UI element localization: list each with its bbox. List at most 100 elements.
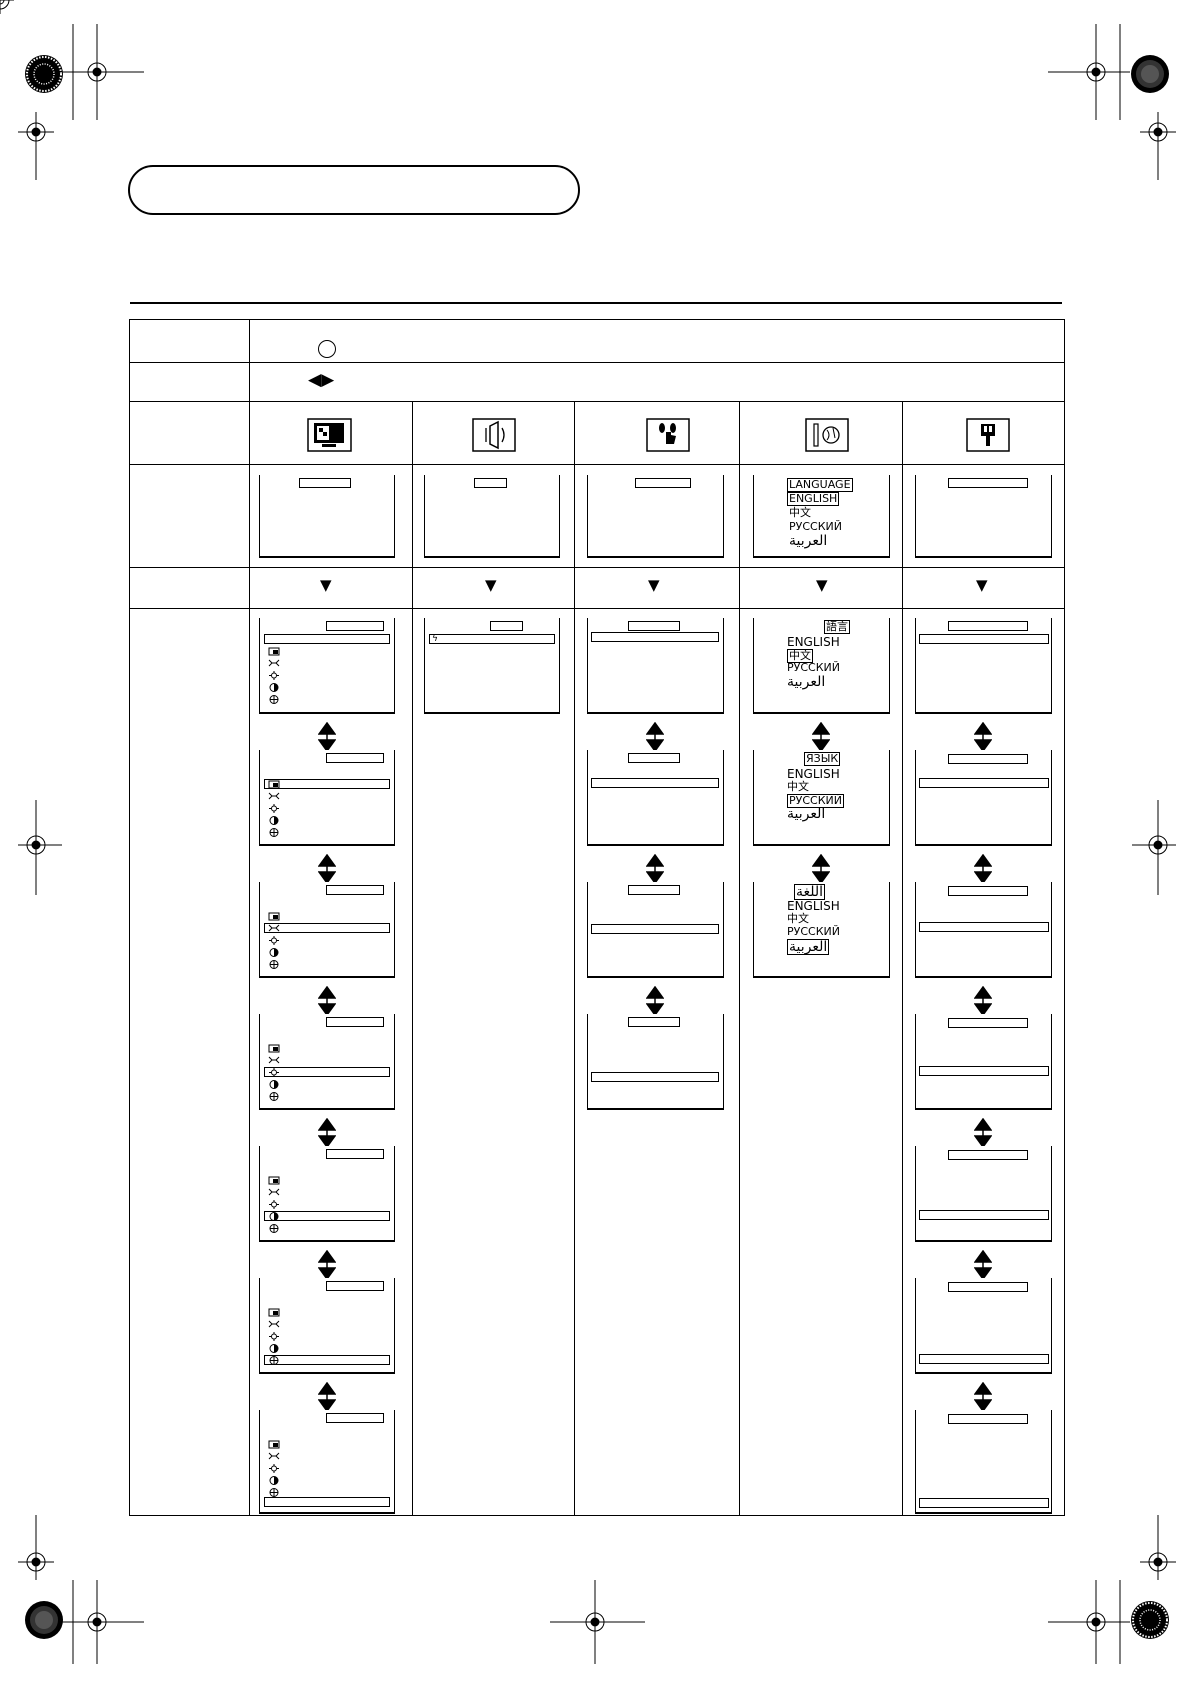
picture-monitor-icon <box>307 418 352 452</box>
features-submenu-screen <box>587 750 724 846</box>
brightness-icon <box>269 1200 279 1209</box>
column-divider <box>902 401 903 1516</box>
screen-title <box>628 753 680 763</box>
updown-arrow-icon <box>318 1250 336 1280</box>
picture-mode-icon <box>268 1176 280 1185</box>
screen-title <box>474 478 507 488</box>
contrast-icon <box>268 1320 280 1328</box>
contrast-icon <box>268 1056 280 1064</box>
colour-icon <box>269 683 279 692</box>
picture-mode-icon <box>268 1044 280 1053</box>
install-top-screen <box>915 475 1052 558</box>
highlight-bar <box>264 1355 390 1365</box>
row-divider <box>129 464 1065 465</box>
screen-title <box>948 1150 1028 1160</box>
picture-mode-icon <box>268 912 280 921</box>
language-item-russian: РУССКИЙ <box>787 925 840 938</box>
column-divider <box>574 401 575 1516</box>
updown-arrow-icon <box>646 986 664 1016</box>
screen-title <box>490 621 523 631</box>
screen-title <box>628 621 680 631</box>
screen-title <box>628 885 680 895</box>
highlight-bar <box>591 1072 719 1082</box>
install-submenu-screen <box>915 750 1052 846</box>
highlight-bar <box>264 779 390 789</box>
language-globe-icon <box>805 418 849 452</box>
screen-title <box>326 621 384 631</box>
contrast-icon <box>268 1188 280 1196</box>
screen-title <box>326 1017 384 1027</box>
screen-title <box>326 1281 384 1291</box>
brightness-icon <box>269 936 279 945</box>
install-submenu-screen <box>915 618 1052 714</box>
features-submenu-screen <box>587 882 724 978</box>
language-item-chinese: 中文 <box>787 649 813 663</box>
updown-arrow-icon <box>974 986 992 1016</box>
row-divider <box>129 608 1065 609</box>
highlight-bar <box>591 778 719 788</box>
updown-arrow-icon <box>318 1118 336 1148</box>
picture-mode-icon <box>268 1440 280 1449</box>
language-item-english: ENGLISH <box>787 899 840 913</box>
updown-arrow-icon <box>974 1118 992 1148</box>
language-item-chinese: 中文 <box>787 912 809 925</box>
features-top-screen <box>587 475 724 558</box>
updown-arrow-icon <box>974 1382 992 1412</box>
updown-arrow-icon <box>318 1382 336 1412</box>
row-divider <box>129 567 1065 568</box>
language-item-english: ENGLISH <box>787 492 840 506</box>
language-item-arabic: العربية <box>787 674 826 690</box>
picture-submenu-screen <box>259 1014 395 1110</box>
updown-arrow-icon <box>646 854 664 884</box>
install-submenu-screen <box>915 1014 1052 1110</box>
language-item-chinese: 中文 <box>787 780 809 793</box>
language-item-russian: РУССКИЙ <box>787 794 844 808</box>
colour-icon <box>269 1344 279 1353</box>
row-divider <box>129 362 1065 363</box>
highlight-bar <box>919 922 1049 932</box>
highlight-bar <box>919 634 1049 644</box>
lightning-glyph: ϟ <box>432 634 438 644</box>
language-item-arabic: العربية <box>787 939 830 955</box>
tint-icon <box>269 960 279 969</box>
screen-title <box>948 478 1028 488</box>
picture-submenu-screen <box>259 618 395 714</box>
updown-arrow-icon <box>646 722 664 752</box>
language-title: LANGUAGE <box>787 478 853 492</box>
brightness-icon <box>269 1464 279 1473</box>
screen-title <box>948 1282 1028 1292</box>
brightness-icon <box>269 1332 279 1341</box>
picture-top-screen <box>259 475 395 558</box>
updown-arrow-icon <box>974 854 992 884</box>
install-submenu-screen <box>915 1146 1052 1242</box>
colour-icon <box>269 948 279 957</box>
down-arrow-icon: ▼ <box>976 576 988 594</box>
sound-speaker-icon <box>472 418 516 452</box>
picture-mode-icon <box>268 647 280 656</box>
updown-arrow-icon <box>974 722 992 752</box>
updown-arrow-icon <box>812 722 830 752</box>
install-submenu-screen <box>915 1410 1052 1514</box>
features-submenu-screen <box>587 618 724 714</box>
highlight-bar <box>591 632 719 642</box>
screen-title <box>948 1414 1028 1424</box>
screen-title <box>299 478 351 488</box>
updown-arrow-icon <box>318 854 336 884</box>
column-divider <box>412 401 413 1516</box>
tint-icon <box>269 1092 279 1101</box>
colour-icon <box>269 1476 279 1485</box>
colour-icon <box>269 816 279 825</box>
highlight-bar <box>919 1210 1049 1220</box>
contrast-icon <box>268 924 280 932</box>
language-item-russian: РУССКИЙ <box>789 520 842 533</box>
picture-submenu-screen <box>259 1410 395 1514</box>
highlight-bar <box>591 924 719 934</box>
language-item-chinese: 中文 <box>789 506 811 519</box>
screen-title <box>948 1018 1028 1028</box>
updown-arrow-icon <box>812 854 830 884</box>
highlight-bar <box>919 1498 1049 1508</box>
highlight-bar <box>264 1211 390 1221</box>
updown-arrow-icon <box>318 986 336 1016</box>
